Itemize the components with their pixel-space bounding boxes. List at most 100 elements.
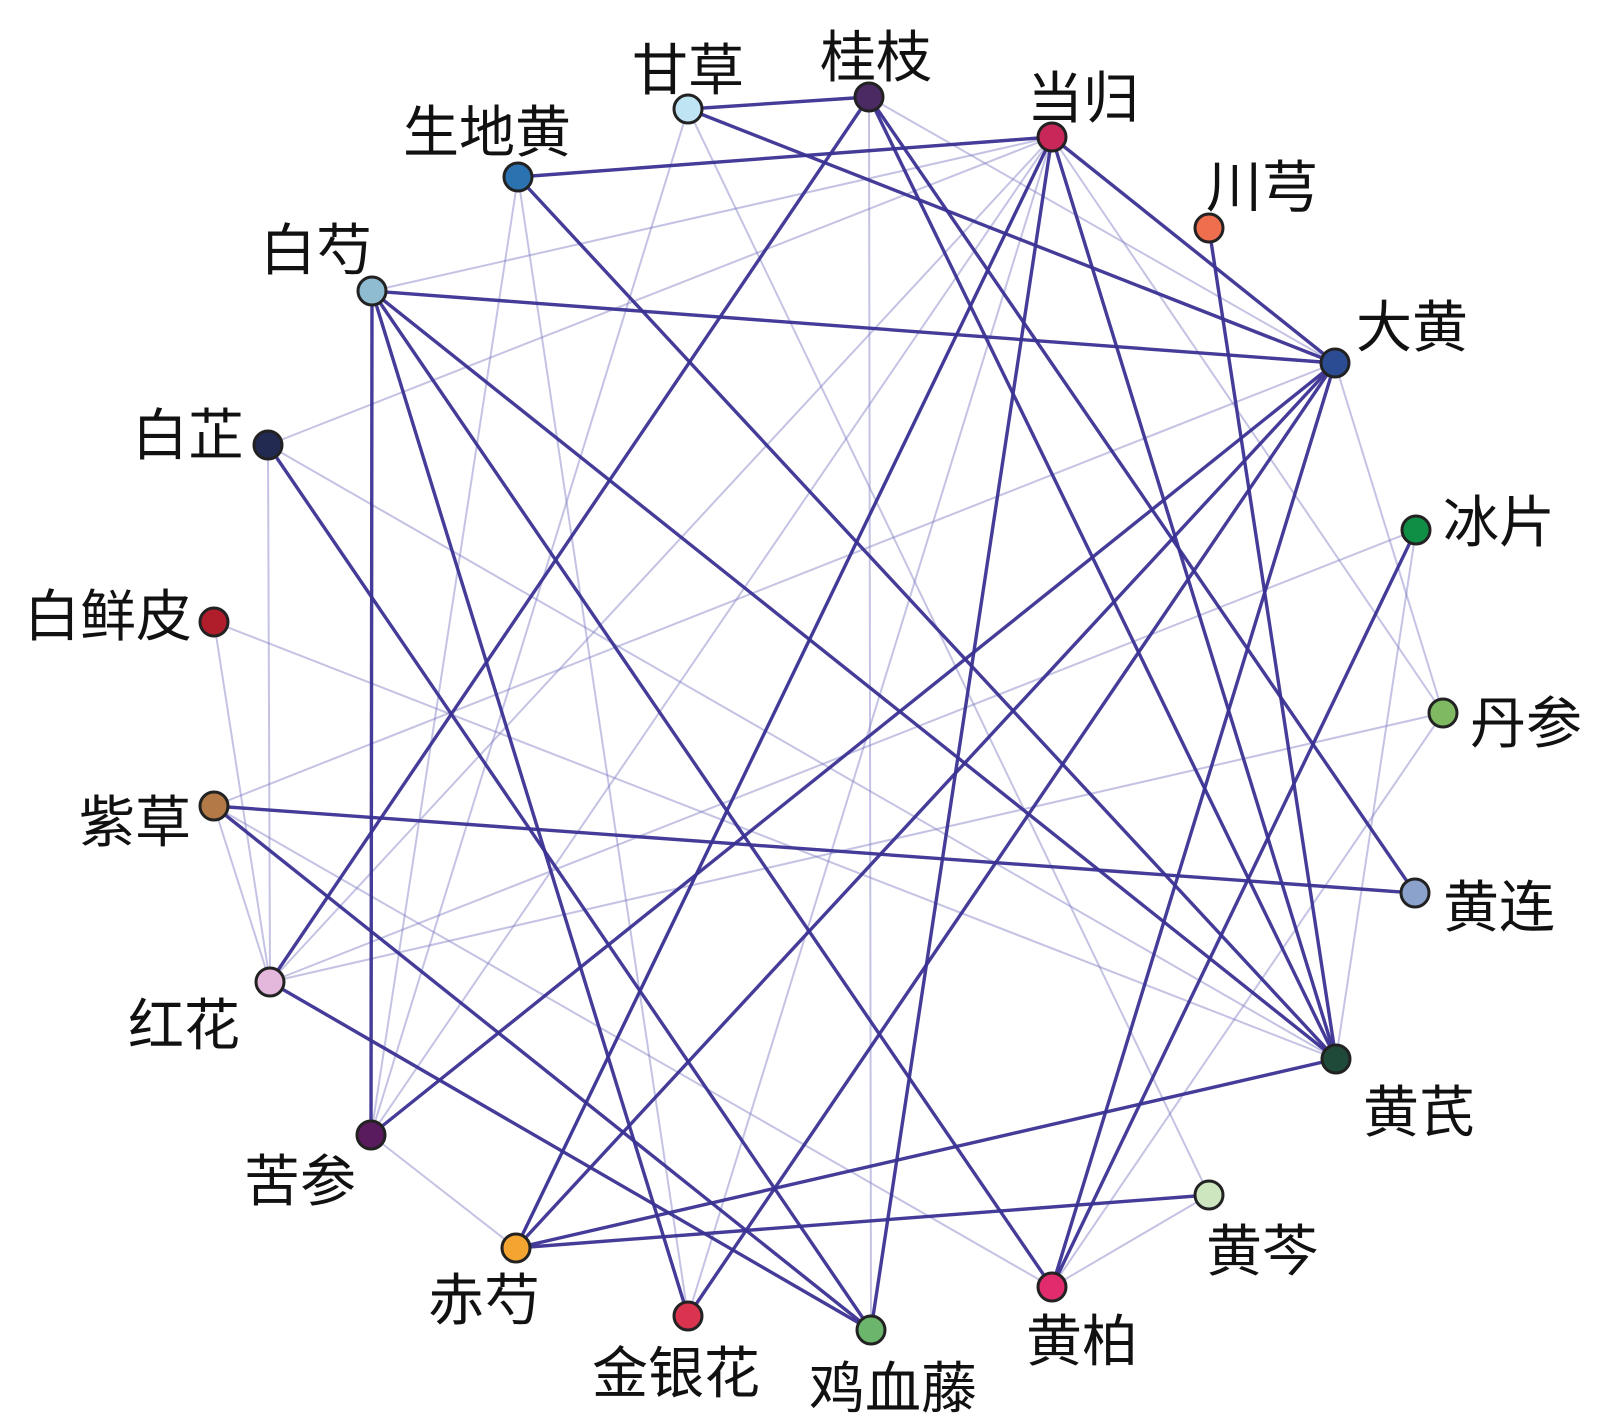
node-label: 赤芍 <box>428 1269 540 1334</box>
node-label: 生地黄 <box>403 101 571 166</box>
edge-baishao-dahuang <box>371 289 1336 365</box>
node-marker <box>1400 514 1432 546</box>
edge-huangbai-huangqin <box>1051 1194 1210 1288</box>
edge-dahuang-danshen <box>1334 362 1444 714</box>
edge-guizhi-dahuang <box>868 96 1336 364</box>
node-label: 鸡血藤 <box>809 1357 977 1422</box>
node-chuanxiong: 川芎 <box>1193 156 1318 244</box>
node-baixianpi: 白鲜皮 <box>24 585 230 650</box>
node-marker <box>1399 877 1431 909</box>
edge-baishao-huangqi <box>370 289 1338 1061</box>
edge-shengdihuang-kushen <box>370 176 519 1136</box>
edge-honghua-danggui <box>269 136 1053 983</box>
node-marker <box>252 429 284 461</box>
edge-danggui-dahuang <box>1050 135 1337 365</box>
edge-chuanxiong-huangqi <box>1207 227 1338 1060</box>
node-label: 川芎 <box>1206 156 1318 221</box>
edge-zicao-dahuang <box>213 362 1336 807</box>
edge-baishao-kushen <box>369 290 374 1136</box>
node-marker <box>198 606 230 638</box>
edge-gancao-dahuang <box>687 107 1336 365</box>
edge-chishao-kushen <box>370 1134 517 1249</box>
edge-bingpian-huangqi <box>1335 529 1417 1060</box>
edge-gancao-huangqin <box>687 108 1210 1196</box>
node-danggui: 当归 <box>1027 67 1139 153</box>
node-huanglian: 黄连 <box>1399 876 1555 941</box>
node-chishao: 赤芍 <box>428 1232 540 1334</box>
node-marker <box>1319 347 1351 379</box>
edge-chishao-huangqi <box>515 1057 1337 1250</box>
edge-zicao-honghua <box>213 805 271 983</box>
edges-layer <box>212 95 1444 1332</box>
edge-huangbai-danshen <box>1051 712 1444 1288</box>
node-label: 红花 <box>128 994 240 1059</box>
edge-danggui-chishao <box>514 136 1054 1249</box>
edge-dahuang-kushen <box>369 361 1337 1137</box>
node-marker <box>355 1119 387 1151</box>
node-marker <box>254 966 286 998</box>
edge-jixueteng-guizhi <box>868 96 872 1331</box>
node-marker <box>198 790 230 822</box>
edge-baizhi-honghua <box>267 444 271 983</box>
edge-kushen-danggui <box>370 136 1053 1136</box>
node-marker <box>853 81 885 113</box>
edge-danggui-jixueteng <box>869 136 1054 1331</box>
edge-baishao-huangbai <box>370 290 1054 1288</box>
node-marker <box>672 93 704 125</box>
node-label: 当归 <box>1027 67 1139 132</box>
edge-baizhi-danggui <box>267 136 1053 446</box>
edge-dahuang-chishao <box>514 361 1337 1250</box>
node-label: 白鲜皮 <box>24 585 192 650</box>
node-label: 黄芪 <box>1363 1081 1475 1146</box>
node-label: 紫草 <box>79 791 191 856</box>
node-label: 黄芩 <box>1206 1220 1318 1285</box>
node-huangqi: 黄芪 <box>1320 1043 1475 1146</box>
edge-baixianpi-honghua <box>213 621 271 983</box>
edge-bingpian-huangbai <box>1050 529 1418 1288</box>
edge-zicao-huangbai <box>213 805 1053 1288</box>
edge-baizhi-jixueteng <box>266 444 873 1331</box>
node-marker <box>1193 212 1225 244</box>
node-label: 桂枝 <box>820 26 932 91</box>
edge-jinyinhua-danggui <box>687 136 1053 1317</box>
edge-shengdihuang-huangqi <box>516 175 1338 1061</box>
edge-gancao-guizhi <box>687 95 870 111</box>
node-label: 冰片 <box>1443 491 1555 556</box>
node-huangqin: 黄芩 <box>1193 1179 1318 1285</box>
edge-dahuang-jinyinhua <box>686 362 1337 1317</box>
edge-shengdihuang-danggui <box>517 135 1053 179</box>
node-dahuang: 大黄 <box>1319 296 1468 379</box>
edge-danggui-danshen <box>1051 136 1444 714</box>
node-baizhi: 白芷 <box>132 404 284 469</box>
node-label: 黄柏 <box>1026 1310 1138 1375</box>
edge-zicao-huanglian <box>213 804 1416 895</box>
node-jixueteng: 鸡血藤 <box>809 1314 977 1422</box>
edge-shengdihuang-jinyinhua <box>517 176 689 1317</box>
edge-baixianpi-huangqi <box>213 621 1337 1060</box>
edge-guizhi-huanglian <box>867 96 1417 894</box>
node-label: 黄连 <box>1443 876 1555 941</box>
edge-honghua-danshen <box>269 712 1444 983</box>
node-danshen: 丹参 <box>1427 692 1582 757</box>
node-marker <box>500 1232 532 1264</box>
edge-danggui-huangqi <box>1050 136 1338 1060</box>
node-gancao: 甘草 <box>632 39 744 125</box>
node-marker <box>502 161 534 193</box>
edge-baizhi-huangqi <box>267 444 1337 1060</box>
node-huangbai: 黄柏 <box>1026 1271 1138 1375</box>
node-marker <box>356 275 388 307</box>
node-label: 大黄 <box>1356 296 1468 361</box>
node-zicao: 紫草 <box>79 790 230 856</box>
edge-baishao-jinyinhua <box>370 290 690 1317</box>
node-label: 白芷 <box>132 404 244 469</box>
edge-guizhi-huangqi <box>867 96 1338 1060</box>
node-guizhi: 桂枝 <box>820 26 932 113</box>
node-label: 苦参 <box>244 1150 356 1215</box>
edge-gancao-kushen <box>370 108 689 1136</box>
node-marker <box>855 1314 887 1346</box>
node-honghua: 红花 <box>128 966 286 1059</box>
nodes-layer: 甘草桂枝当归川芎大黄冰片丹参黄连黄芪黄芩黄柏鸡血藤金银花赤芍苦参红花紫草白鲜皮白… <box>24 26 1582 1422</box>
node-shengdihuang: 生地黄 <box>403 101 571 193</box>
edge-zicao-jixueteng <box>212 804 873 1332</box>
